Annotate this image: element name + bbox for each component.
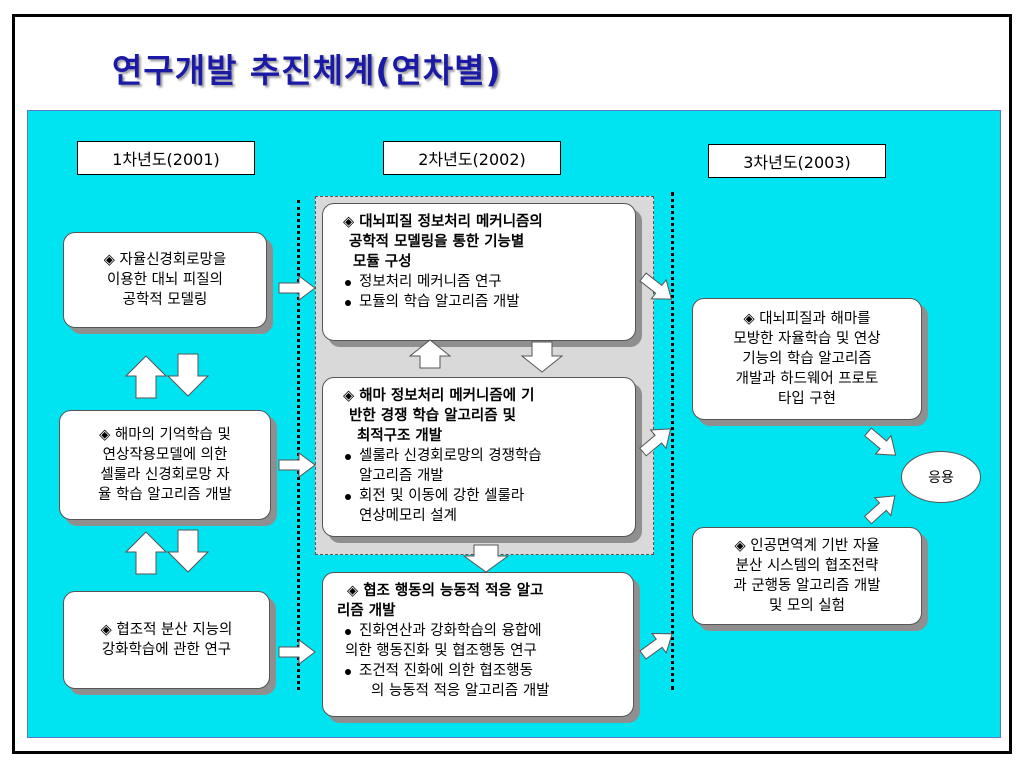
year1-box-cooperative-rl: ◈ 협조적 분산 지능의 강화학습에 관한 연구 <box>63 591 270 689</box>
year1-box-hippocampus-learning: ◈ 해마의 기억학습 및 연상작용모델에 의한 셀룰라 신경회로망 자 율 학습… <box>59 410 271 520</box>
year2-box-cortex-module: ◈ 대뇌피질 정보처리 메커니즘의 공학적 모델링을 통한 기능별 모듈 구성 … <box>322 203 636 341</box>
separator-line-right <box>671 192 674 690</box>
year-label-1: 1차년도(2001) <box>77 141 255 175</box>
application-node: 응용 <box>901 451 981 503</box>
year3-box-hardware-prototype: ◈ 대뇌피질과 해마를 모방한 자율학습 및 연상 기능의 학습 알고리즘 개발… <box>692 298 922 420</box>
separator-line-left <box>297 200 300 690</box>
page-title: 연구개발 추진체계(연차별) <box>112 51 502 90</box>
year1-box-cortex-modeling: ◈ 자율신경회로망을 이용한 대뇌 피질의 공학적 모델링 <box>63 232 267 328</box>
year-label-3: 3차년도(2003) <box>708 144 886 178</box>
year-label-2: 2차년도(2002) <box>383 141 561 175</box>
year2-box-cooperative-behavior: ◈ 협조 행동의 능동적 적응 알고 리즘 개발 진화연산과 강화학습의 융합에… <box>322 572 634 717</box>
year3-box-immune-system: ◈ 인공면역계 기반 자율 분산 시스템의 협조전략 과 군행동 알고리즘 개발… <box>692 527 922 625</box>
year2-box-hippocampus-competitive: ◈ 해마 정보처리 메커니즘에 기 반한 경쟁 학습 알고리즘 및 최적구조 개… <box>322 377 636 537</box>
